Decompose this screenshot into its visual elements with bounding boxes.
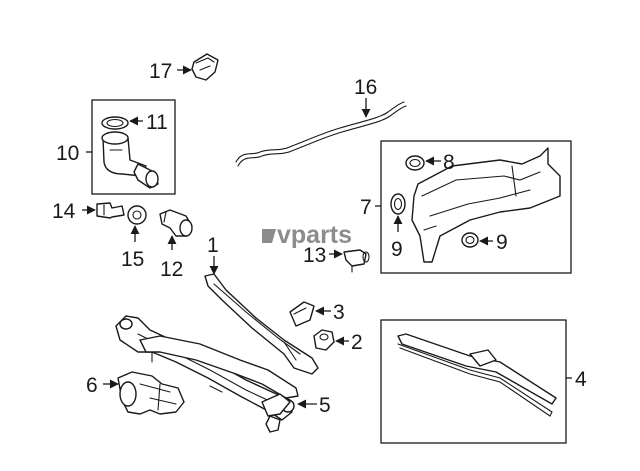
callout-10: 10 — [56, 142, 79, 165]
callout-7: 7 — [360, 196, 372, 219]
part-7-washer-reservoir — [411, 147, 561, 263]
part-12-washer-pump — [159, 209, 193, 237]
vparts-watermark: vparts — [262, 221, 352, 249]
part-linkage-assembly — [115, 315, 299, 433]
callout-4: 4 — [575, 368, 587, 391]
part-6-wiper-motor — [117, 371, 185, 415]
callout-3: 3 — [333, 301, 345, 324]
callout-9a: 9 — [391, 238, 403, 261]
part-11-cap-seal — [101, 116, 129, 130]
callout-16: 16 — [354, 76, 377, 99]
callout-14: 14 — [52, 200, 76, 223]
part-8-reservoir-grommet — [405, 155, 425, 171]
callout-15: 15 — [121, 248, 144, 271]
watermark-text: vparts — [277, 221, 352, 249]
part-3-arm-cap — [289, 301, 315, 327]
callout-12: 12 — [160, 258, 183, 281]
callout-11: 11 — [146, 111, 168, 134]
part-14-pump-connector — [96, 202, 125, 219]
callout-5: 5 — [319, 394, 331, 417]
callout-8: 8 — [443, 151, 455, 174]
part-4-box — [380, 319, 567, 444]
part-2-pivot-nut — [313, 329, 335, 351]
part-10-box — [91, 99, 176, 195]
part-1-wiper-arm — [204, 273, 319, 375]
part-16-washer-hose — [235, 101, 407, 167]
callout-13: 13 — [303, 244, 326, 267]
callout-1: 1 — [207, 234, 219, 257]
callout-2: 2 — [351, 331, 363, 354]
vparts-logo-icon — [262, 229, 276, 243]
part-10-filler-neck — [101, 131, 159, 189]
part-4-wiper-blade — [397, 333, 557, 417]
callout-17: 17 — [149, 60, 172, 83]
callout-6: 6 — [86, 374, 98, 397]
part-17-sensor — [191, 53, 219, 81]
part-9-pump-grommet-right — [461, 232, 479, 248]
part-9-pump-grommet-left — [390, 193, 406, 215]
part-13-washer-nozzle — [343, 249, 370, 273]
callout-9b: 9 — [496, 231, 508, 254]
part-15-grommet — [127, 205, 147, 225]
part-7-box — [380, 140, 572, 274]
